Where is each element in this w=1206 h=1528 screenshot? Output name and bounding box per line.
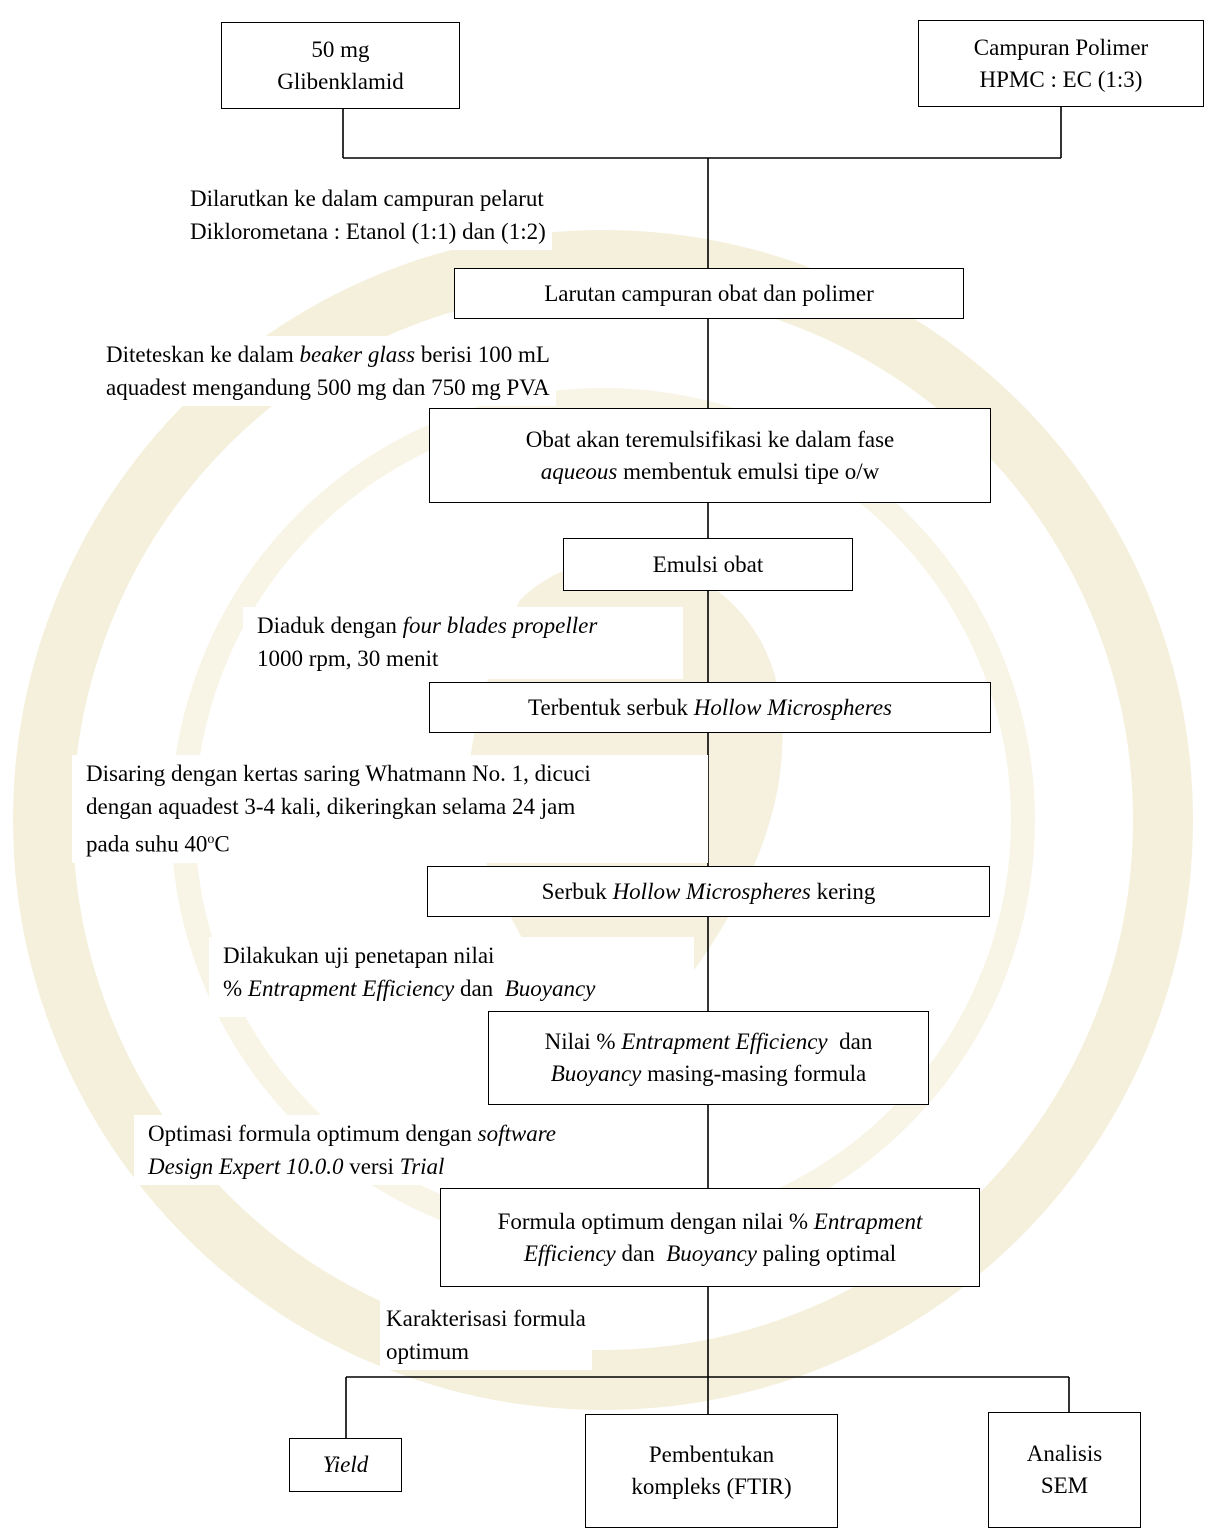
box-text: Emulsi obat	[652, 551, 764, 577]
result-box-emulsify: Obat akan teremulsifikasi ke dalam fase …	[429, 408, 991, 503]
start-box-glibenklamid: 50 mg Glibenklamid	[221, 22, 460, 109]
box-text-line: HPMC : EC (1:3)	[979, 66, 1143, 92]
box-text-line: Analisis	[1026, 1441, 1103, 1466]
box-text-line: Efficiency dan Buoyancy paling optimal	[523, 1240, 897, 1266]
process-note-characterize: Karakterisasi formula optimum	[380, 1300, 592, 1370]
note-text-line: aquadest mengandung 500 mg dan 750 mg PV…	[106, 375, 550, 400]
box-text-line: aqueous membentuk emulsi tipe o/w	[540, 458, 880, 484]
note-text-line: Optimasi formula optimum dengan software	[148, 1121, 557, 1146]
box-text: Yield	[322, 1452, 369, 1477]
note-text-line: 1000 rpm, 30 menit	[257, 646, 439, 671]
box-text: Larutan campuran obat dan polimer	[544, 280, 874, 306]
process-note-test: Dilakukan uji penetapan nilai % Entrapme…	[209, 937, 694, 1017]
process-note-filter: Disaring dengan kertas saring Whatmann N…	[72, 755, 708, 863]
note-text-line: Diklorometana : Etanol (1:1) dan (1:2)	[190, 219, 546, 244]
output-box-yield: Yield	[289, 1438, 402, 1492]
box-text: Terbentuk serbuk Hollow Microspheres	[528, 694, 892, 720]
box-text-line: SEM	[1040, 1473, 1089, 1498]
box-text-line: Glibenklamid	[277, 68, 404, 94]
output-box-ftir: Pembentukan kompleks (FTIR)	[585, 1414, 838, 1528]
result-box-nilai: Nilai % Entrapment Efficiency dan Buoyan…	[488, 1011, 929, 1105]
output-box-sem: Analisis SEM	[988, 1412, 1141, 1528]
box-text-line: Buoyancy masing-masing formula	[550, 1061, 867, 1086]
process-note-stir: Diaduk dengan four blades propeller 1000…	[243, 607, 683, 679]
note-text-line: optimum	[386, 1339, 470, 1364]
process-note-optimize: Optimasi formula optimum dengan software…	[134, 1115, 674, 1185]
result-box-emulsi-obat: Emulsi obat	[563, 538, 853, 591]
note-text-line: Diteteskan ke dalam beaker glass berisi …	[106, 342, 550, 367]
result-box-larutan: Larutan campuran obat dan polimer	[454, 268, 964, 319]
result-box-dry-powder: Serbuk Hollow Microspheres kering	[427, 866, 990, 917]
note-text-line: Diaduk dengan four blades propeller	[257, 613, 598, 638]
result-box-hollow-microspheres: Terbentuk serbuk Hollow Microspheres	[429, 682, 991, 733]
note-text-line: % Entrapment Efficiency dan Buoyancy	[223, 976, 596, 1001]
note-text-line: Karakterisasi formula	[386, 1306, 586, 1331]
box-text: Serbuk Hollow Microspheres kering	[541, 878, 876, 904]
note-text-line: Design Expert 10.0.0 versi Trial	[148, 1154, 445, 1179]
note-text-line: Disaring dengan kertas saring Whatmann N…	[86, 761, 591, 786]
start-box-polimer: Campuran Polimer HPMC : EC (1:3)	[918, 20, 1204, 107]
note-text-line: dengan aquadest 3-4 kali, dikeringkan se…	[86, 794, 576, 819]
box-text-line: Obat akan teremulsifikasi ke dalam fase	[525, 426, 895, 452]
box-text-line: kompleks (FTIR)	[631, 1474, 792, 1499]
note-text-line: Dilarutkan ke dalam campuran pelarut	[190, 186, 544, 211]
box-text-line: Campuran Polimer	[973, 34, 1149, 60]
box-text-line: Nilai % Entrapment Efficiency dan	[544, 1029, 873, 1054]
result-box-formula-optimum: Formula optimum dengan nilai % Entrapmen…	[440, 1188, 980, 1287]
note-text-line: Dilakukan uji penetapan nilai	[223, 943, 495, 968]
box-text-line: 50 mg	[311, 36, 370, 62]
note-text-line: pada suhu 40oC	[86, 831, 230, 857]
box-text-line: Formula optimum dengan nilai % Entrapmen…	[497, 1208, 923, 1234]
process-note-dissolve: Dilarutkan ke dalam campuran pelarut Dik…	[184, 180, 552, 250]
box-text-line: Pembentukan	[648, 1442, 775, 1467]
process-note-drip: Diteteskan ke dalam beaker glass berisi …	[100, 336, 556, 406]
